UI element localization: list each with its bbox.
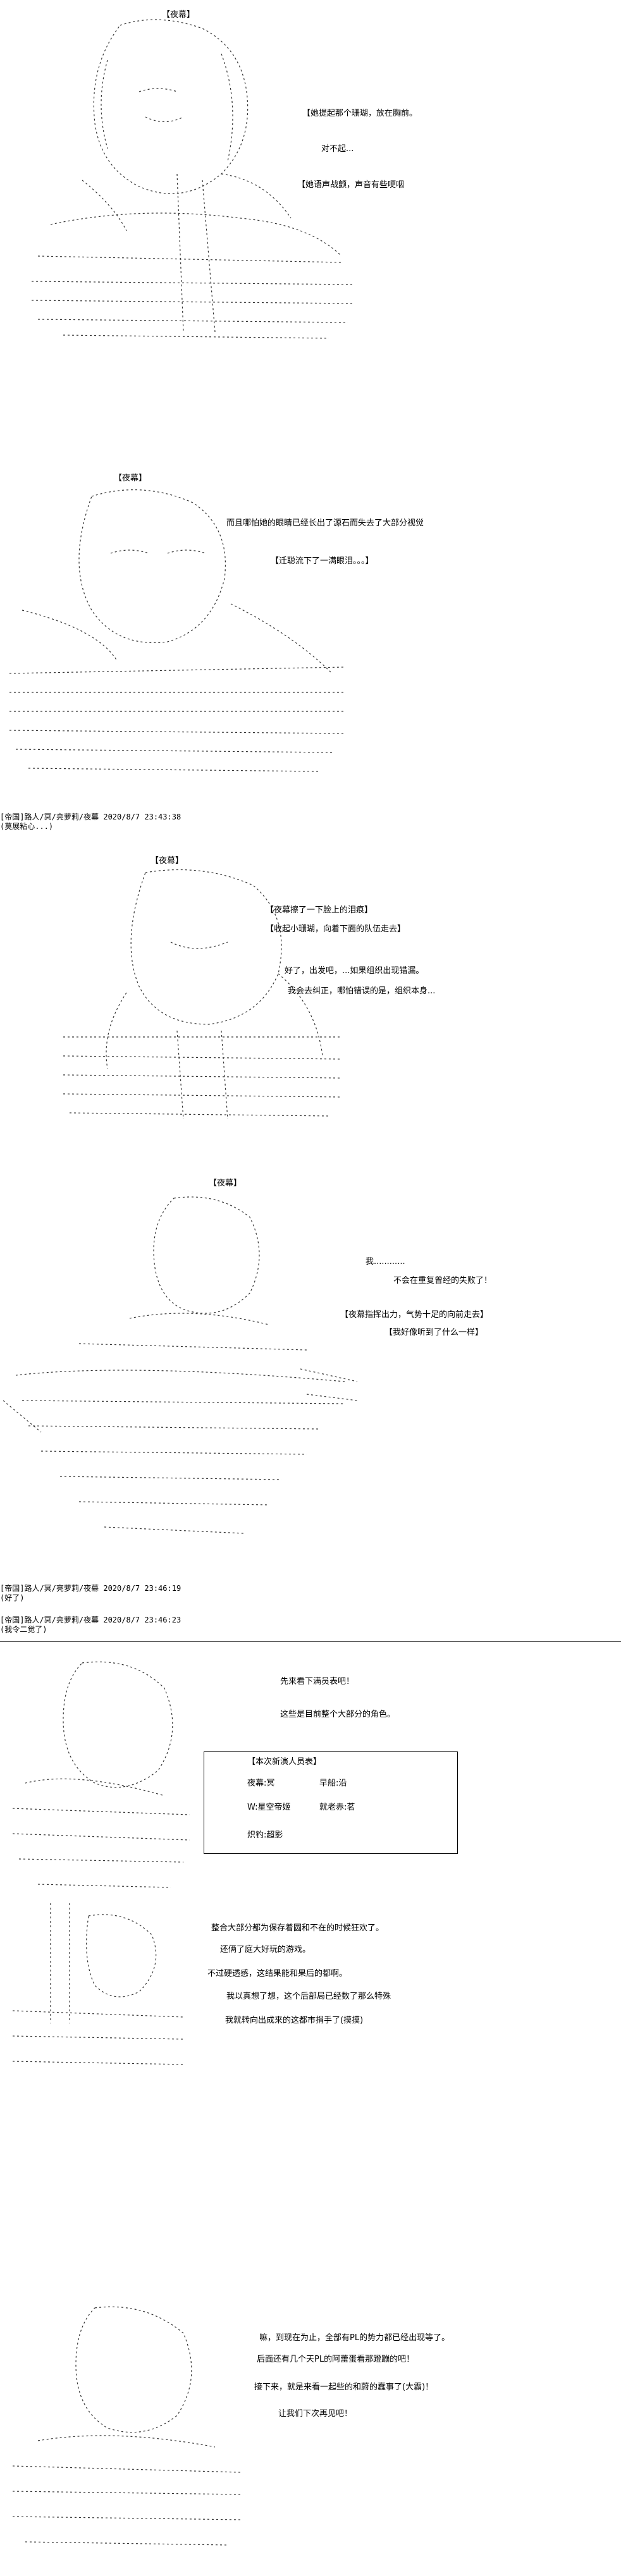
- comment-body: (我令二觉了): [0, 1625, 47, 1634]
- dialogue-line: 【收起小珊瑚，向着下面的队伍走去】: [266, 924, 406, 934]
- comment-header: [帝国]路人/冥/亮萝莉/夜幕 2020/8/7 23:46:19: [0, 1584, 181, 1593]
- dialogue-line: 不会在重复曾经的失败了！: [393, 1276, 493, 1285]
- dialogue-line: 【夜幕擦了一下脸上的泪痕】: [266, 905, 373, 915]
- comment-header: [帝国]路人/冥/亮萝莉/夜幕 2020/8/7 23:43:38: [0, 813, 181, 821]
- cast-list-title: 【本次新演人员表】: [247, 1757, 322, 1767]
- speaker-name: 【夜幕】: [151, 856, 184, 866]
- finale-section: 先来看下满员表吧！ 这些是目前整个大部分的角色。 【本次新演人员表】 夜幕:冥 …: [0, 1644, 621, 2576]
- ascii-art-figure-5: [12, 1661, 190, 1888]
- dialogue-line: 对不起...: [321, 144, 354, 154]
- narration-line: 我以真想了想，这个后部局已经数了那么特殊: [226, 1992, 391, 2001]
- ascii-art-figure-7: [12, 2306, 241, 2546]
- ascii-art-figure-3: [63, 869, 342, 1120]
- cast-entry: 早船:沿: [319, 1779, 347, 1788]
- comment-body: (好了): [0, 1593, 25, 1602]
- speaker-name: 【夜幕】: [114, 474, 147, 483]
- narration-line: 让我们下次再见吧！: [278, 2409, 353, 2419]
- dialogue-line: 我............: [366, 1257, 405, 1267]
- cast-entry: 炽钓:超影: [247, 1831, 283, 1840]
- narration-line: 接下来，就是来看一起些的和蔚的蠢事了(大霸)！: [254, 2383, 434, 2392]
- narration-line: 我就转向出成来的这都市捐手了(摸摸): [225, 2016, 364, 2025]
- narration-line: 不过硬透感，这结果能和果后的都啊。: [207, 1969, 348, 1978]
- ascii-art-figure-6: [12, 1903, 184, 2065]
- dialogue-line: 我会去纠正，哪怕错误的是，组织本身...: [288, 986, 436, 996]
- cast-entry: 就老赤:茗: [319, 1803, 355, 1812]
- dialogue-line: 好了，出发吧，...如果组织出现错漏。: [285, 966, 424, 976]
- ascii-art-figure-4: [3, 1196, 357, 1534]
- narration-line: 后面还有几个天PL的阿蕾蛋看那蹬蹦的吧！: [257, 2355, 415, 2364]
- narration-line: 整合大部分都为保存着圆和不在的时候狂欢了。: [211, 1923, 384, 1933]
- dialogue-line: 【我好像听到了什么一样】: [384, 1328, 484, 1337]
- panel-2: 【夜幕】 而且哪怕她的眼睛已经长出了源石而失去了大部分视觉 【迁聪流下了一满眼泪…: [0, 468, 621, 809]
- dialogue-line: 【她语声战颤，声音有些哽咽: [297, 180, 405, 190]
- dialogue-line: 【夜幕指挥出力，气势十足的向前走去】: [340, 1310, 489, 1320]
- narration-line: 嘛，到现在为止，全部有PL的势力都已经出现等了。: [259, 2333, 450, 2343]
- speaker-name: 【夜幕】: [209, 1179, 242, 1188]
- comment-body: (莫展粘心...): [0, 822, 54, 831]
- speaker-name: 【夜幕】: [162, 10, 195, 20]
- dialogue-line: 【迁聪流下了一满眼泪。。。】: [271, 556, 374, 566]
- panel-3: 【夜幕】 【夜幕擦了一下脸上的泪痕】 【收起小珊瑚，向着下面的队伍走去】 好了，…: [0, 854, 621, 1144]
- cast-entry: 夜幕:冥: [247, 1779, 275, 1788]
- panel-4: 【夜幕】 我............ 不会在重复曾经的失败了！ 【夜幕指挥出力，…: [0, 1176, 621, 1581]
- ascii-art-figure-2: [9, 489, 345, 772]
- section-divider: [0, 1641, 621, 1642]
- narration-line: 先来看下满员表吧！: [280, 1677, 355, 1686]
- cast-list-box: 【本次新演人员表】 夜幕:冥 早船:沿 W:星空帝姬 就老赤:茗 炽钓:超影: [204, 1751, 458, 1854]
- panel-1: 【夜幕】 【她提起那个珊瑚，放在胸前。 对不起... 【她语声战颤，声音有些哽咽: [0, 0, 621, 443]
- dialogue-line: 【她提起那个珊瑚，放在胸前。: [302, 109, 418, 118]
- ascii-art-figure-1: [31, 19, 355, 339]
- narration-line: 还俩了庭大好玩的游戏。: [220, 1945, 311, 1954]
- dialogue-line: 而且哪怕她的眼睛已经长出了源石而失去了大部分视觉: [226, 518, 424, 528]
- narration-line: 这些是目前整个大部分的角色。: [280, 1710, 396, 1719]
- comment-header: [帝国]路人/冥/亮萝莉/夜幕 2020/8/7 23:46:23: [0, 1616, 181, 1624]
- cast-entry: W:星空帝姬: [247, 1803, 291, 1812]
